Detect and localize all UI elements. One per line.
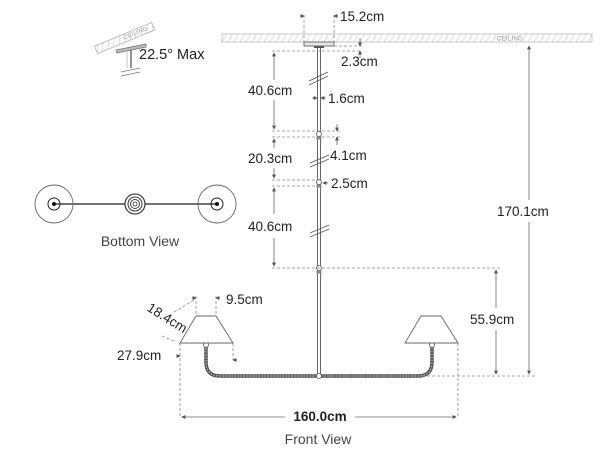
left-shade [179,315,234,344]
dimension-labels: 15.2cm 2.3cm 40.6cm 1.6cm 20.3cm 4.1cm 2… [117,9,549,424]
tilt-ceiling-hatch [93,21,156,55]
dim-shade-top: 9.5cm [226,292,263,307]
dim-shade-slant: 18.4cm [144,300,190,336]
dim-stem-lower: 40.6cm [248,219,292,234]
dim-stem-diameter: 1.6cm [328,91,365,106]
tilt-view: CEILING 22.5° Max [93,21,205,77]
tilt-canopy [115,43,147,54]
ceiling: CEILING [221,33,593,43]
dimension-arrows [176,14,531,419]
dim-canopy-height: 2.3cm [341,54,378,69]
dim-coupler-upper: 4.1cm [330,148,367,163]
canopy [303,41,335,47]
bottom-view: Bottom View [34,184,237,249]
front-view: Front View [179,41,459,447]
front-view-caption: Front View [285,431,353,447]
tilt-max-label: 22.5° Max [139,47,205,63]
dim-shade-bottom: 27.9cm [117,348,161,363]
arm-bar [204,345,434,378]
bottom-view-caption: Bottom View [101,233,180,249]
dimension-lines [161,15,535,418]
ceiling-hatch [221,33,593,43]
dim-overall-width: 160.0cm [293,409,346,424]
dim-overall-height: 170.1cm [497,204,549,219]
dim-stem-middle: 20.3cm [248,151,292,166]
dim-stem-upper: 40.6cm [248,83,292,98]
dim-canopy-width: 15.2cm [340,9,384,24]
right-shade [404,315,459,344]
dim-coupler-lower: 2.5cm [331,176,368,191]
dim-fixture-height: 55.9cm [470,312,514,327]
ceiling-label: CEILING [497,37,523,43]
